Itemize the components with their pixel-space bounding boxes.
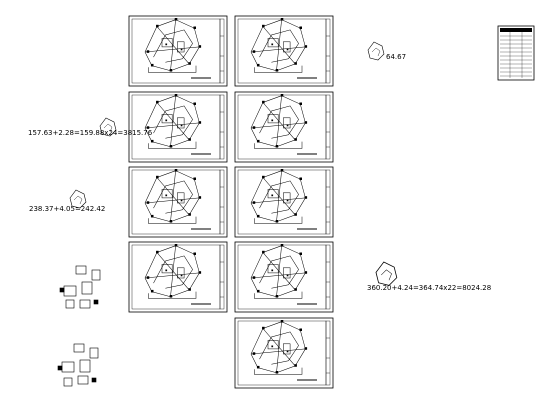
area-label: 238.37+4.05=242.42 — [29, 205, 105, 213]
drawing-sheet[interactable] — [235, 242, 333, 312]
massing-right-bottom: 360.20+4.24=364.74x22=8024.28 — [367, 261, 491, 292]
massing-left-1: 157.63+2.28=159.88x24=3815.76 — [28, 117, 153, 137]
drawing-sheet[interactable] — [235, 167, 333, 237]
area-label: 157.63+2.28=159.88x24=3815.76 — [28, 129, 153, 137]
drawing-sheet[interactable] — [129, 167, 227, 237]
massing-left-2: 238.37+4.05=242.42 — [29, 189, 105, 213]
massing-top-right: 64.67 — [367, 41, 406, 61]
sheet-column-left — [129, 16, 227, 312]
drawing-sheet[interactable] — [129, 92, 227, 162]
drawing-sheet[interactable] — [235, 318, 333, 388]
legend-table — [497, 25, 535, 81]
drawing-sheet[interactable] — [235, 92, 333, 162]
sheet-column-right — [235, 16, 333, 388]
unit-plan-cluster-2 — [57, 343, 99, 387]
drawing-sheet[interactable] — [129, 242, 227, 312]
unit-plan-cluster-1 — [59, 265, 101, 309]
area-label: 64.67 — [386, 53, 406, 61]
drawing-sheet[interactable] — [235, 16, 333, 86]
drawing-sheet[interactable] — [129, 16, 227, 86]
area-label: 360.20+4.24=364.74x22=8024.28 — [367, 284, 491, 292]
